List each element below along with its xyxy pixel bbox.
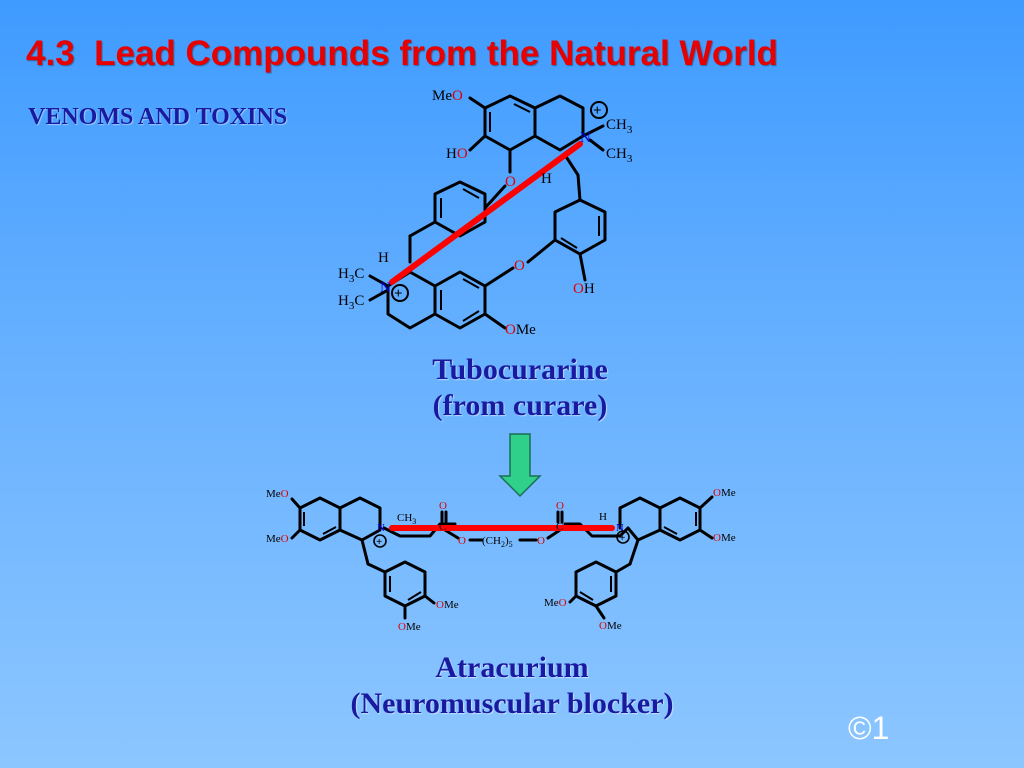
slide-title: 4.3 Lead Compounds from the Natural Worl… [26, 34, 778, 73]
atracurium-role: (Neuromuscular blocker) [350, 687, 674, 720]
label-oh: OH [573, 281, 595, 297]
label-h3c-a: H3C [338, 266, 364, 285]
label-ome: OMe [599, 620, 622, 632]
copyright-mark: ©1 [848, 710, 890, 746]
label-meo: MeO [266, 488, 289, 500]
label-o: O [439, 500, 447, 512]
tubocurarine-source: (from curare) [432, 389, 608, 422]
tubocurarine-name: Tubocurarine [432, 353, 608, 386]
plus-charge-icon [616, 530, 630, 544]
label-ome: OMe [505, 322, 536, 338]
tubocurarine-caption: Tubocurarine (from curare) [380, 352, 660, 424]
atracurium-caption: Atracurium (Neuromuscular blocker) [300, 650, 724, 722]
label-meo: MeO [432, 88, 463, 104]
label-o: O [458, 535, 466, 547]
label-ho: HO [446, 146, 468, 162]
label-o-bridge-top: O [505, 174, 516, 190]
ring-bond [533, 94, 585, 152]
label-meo: MeO [266, 533, 289, 545]
ring-bond [433, 180, 487, 238]
label-ome: OMe [436, 599, 459, 611]
label-c: C [556, 521, 563, 533]
label-n-top: N [580, 130, 591, 146]
label-o-bridge-mid: O [514, 258, 525, 274]
slide-subtitle: VENOMS AND TOXINS [28, 104, 288, 130]
label-ome: OMe [713, 532, 736, 544]
label-ch3-b: CH3 [606, 146, 633, 165]
label-ch2-5: (CH2)5 [482, 535, 513, 549]
label-o: O [556, 500, 564, 512]
plus-charge-icon [373, 534, 387, 548]
label-n-left: N [377, 522, 385, 534]
label-ome: OMe [713, 487, 736, 499]
label-meo: MeO [544, 597, 567, 609]
label-n-left: N [380, 280, 391, 296]
label-n-right: N [616, 522, 624, 534]
plus-charge-icon [391, 284, 409, 302]
label-o: O [537, 535, 545, 547]
label-c: C [439, 521, 446, 533]
plus-charge-icon [590, 101, 608, 119]
label-ch3-a: CH3 [606, 117, 633, 136]
label-h3c-b: H3C [338, 293, 364, 312]
atracurium-name: Atracurium [435, 651, 589, 684]
plus-charge-icon: + [593, 103, 602, 119]
label-h: H [599, 511, 607, 523]
plus-charge-icon: + [394, 286, 403, 302]
plus-charge-icon: + [376, 536, 382, 548]
plus-charge-icon: + [619, 532, 625, 544]
highlight-line [389, 141, 583, 285]
label-h-top: H [541, 171, 552, 187]
label-h-left: H [378, 250, 389, 266]
label-ome: OMe [398, 621, 421, 633]
label-ch3: CH3 [397, 512, 416, 526]
